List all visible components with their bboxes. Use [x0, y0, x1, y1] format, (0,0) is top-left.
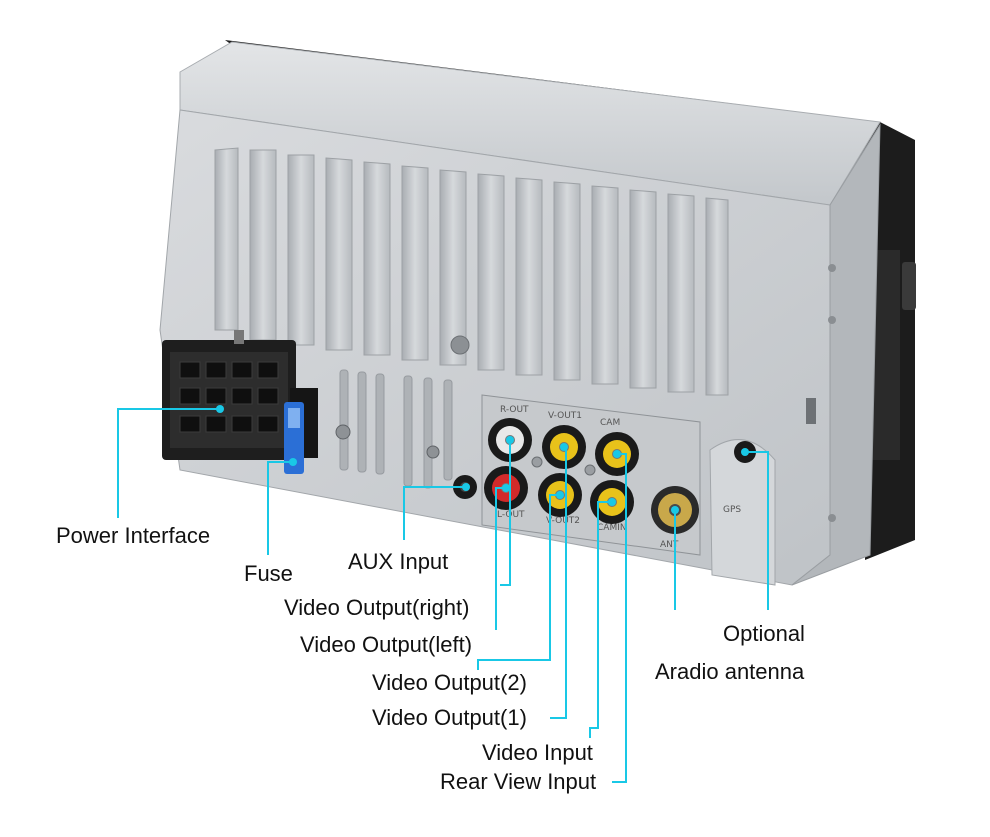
- leader-video-input: [589, 501, 612, 738]
- vent-slots: [339, 369, 453, 489]
- silk-camin: CAMIN: [597, 523, 627, 533]
- mount-bolt-hole: [450, 335, 470, 355]
- silk-vout2: V-OUT2: [546, 516, 580, 526]
- leader-aux: [403, 486, 466, 540]
- housing-side: [791, 123, 881, 586]
- silk-rout: R-OUT: [500, 405, 529, 415]
- label-video-output-1: Video Output(1): [372, 705, 527, 730]
- leader-dots: [216, 405, 749, 514]
- rca-panel-screw: [531, 456, 543, 468]
- leader-power: [117, 408, 220, 518]
- label-aux-input: AUX Input: [348, 549, 449, 574]
- leader-video-out-2: [477, 494, 560, 670]
- leader-fuse: [267, 461, 293, 555]
- silk-lout: L-OUT: [497, 510, 525, 520]
- side-screw: [828, 514, 836, 522]
- rca-panel-screw: [584, 464, 596, 476]
- leader-gps: [745, 451, 769, 610]
- label-power-interface: Power Interface: [56, 523, 211, 548]
- label-video-output-left: Video Output(left): [300, 632, 473, 657]
- housing-top: [179, 41, 881, 206]
- side-screw: [828, 316, 836, 324]
- gps-boss: [709, 439, 776, 586]
- label-rear-view-input: Rear View Input: [440, 769, 597, 794]
- silk-vout1: V-OUT1: [548, 411, 582, 421]
- side-screw: [828, 264, 836, 272]
- leader-rear-view: [612, 453, 627, 783]
- label-video-output-right: Video Output(right): [284, 595, 470, 620]
- label-aradio-antenna: Aradio antenna: [655, 659, 805, 684]
- volume-knob: [902, 262, 916, 310]
- silk-ant: ANT: [660, 540, 679, 550]
- silk-gps: GPS: [723, 505, 741, 515]
- connector-latch-screw: [234, 330, 244, 344]
- label-fuse: Fuse: [244, 561, 293, 586]
- blade-fuse-icon: [284, 402, 304, 474]
- usb-slot: [806, 398, 816, 424]
- label-optional: Optional: [723, 621, 805, 646]
- screw: [426, 445, 440, 459]
- leader-video-out-right: [500, 440, 511, 586]
- screw: [335, 424, 351, 440]
- leader-lines: [117, 408, 769, 783]
- silk-cam: CAM: [600, 418, 620, 428]
- heatsink-fins: [214, 147, 729, 396]
- label-video-input: Video Input: [482, 740, 593, 765]
- label-video-output-2: Video Output(2): [372, 670, 527, 695]
